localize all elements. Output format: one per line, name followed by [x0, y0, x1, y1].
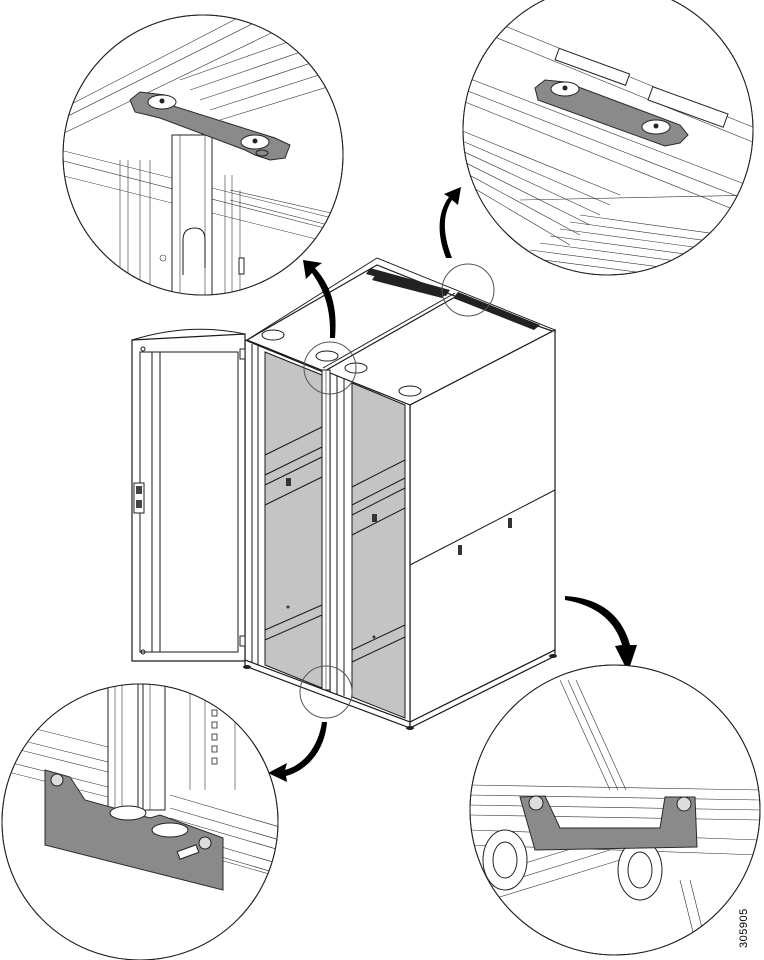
arrow-down-right-icon: [565, 596, 637, 672]
cable-entry-hole: [398, 385, 422, 397]
rack-cabinets: [131, 257, 557, 730]
bottom-right-detail: [469, 664, 761, 956]
top-left-detail: [62, 14, 344, 296]
cable-entry-hole: [261, 329, 285, 341]
top-right-detail: [462, 0, 754, 276]
arrow-up-right-icon: [439, 187, 461, 258]
callout-marker-top-front: [303, 341, 357, 395]
callout-arrows: [268, 187, 637, 782]
joining-bracket-bottom-rear: [519, 795, 698, 851]
arrow-down-left-icon: [268, 722, 327, 782]
joining-bracket-bottom: [44, 769, 224, 891]
left-cabinet-interior: [264, 351, 323, 689]
right-cabinet-interior: [351, 382, 406, 719]
arrow-up-left-icon: [303, 260, 336, 338]
bottom-left-detail: [1, 683, 279, 960]
callout-marker-bottom-front: [299, 665, 353, 719]
open-front-door: [131, 328, 246, 662]
figure-id-label: 305905: [738, 908, 750, 948]
cable-entry-hole: [315, 350, 339, 362]
callout-marker-top-rear: [441, 263, 495, 317]
